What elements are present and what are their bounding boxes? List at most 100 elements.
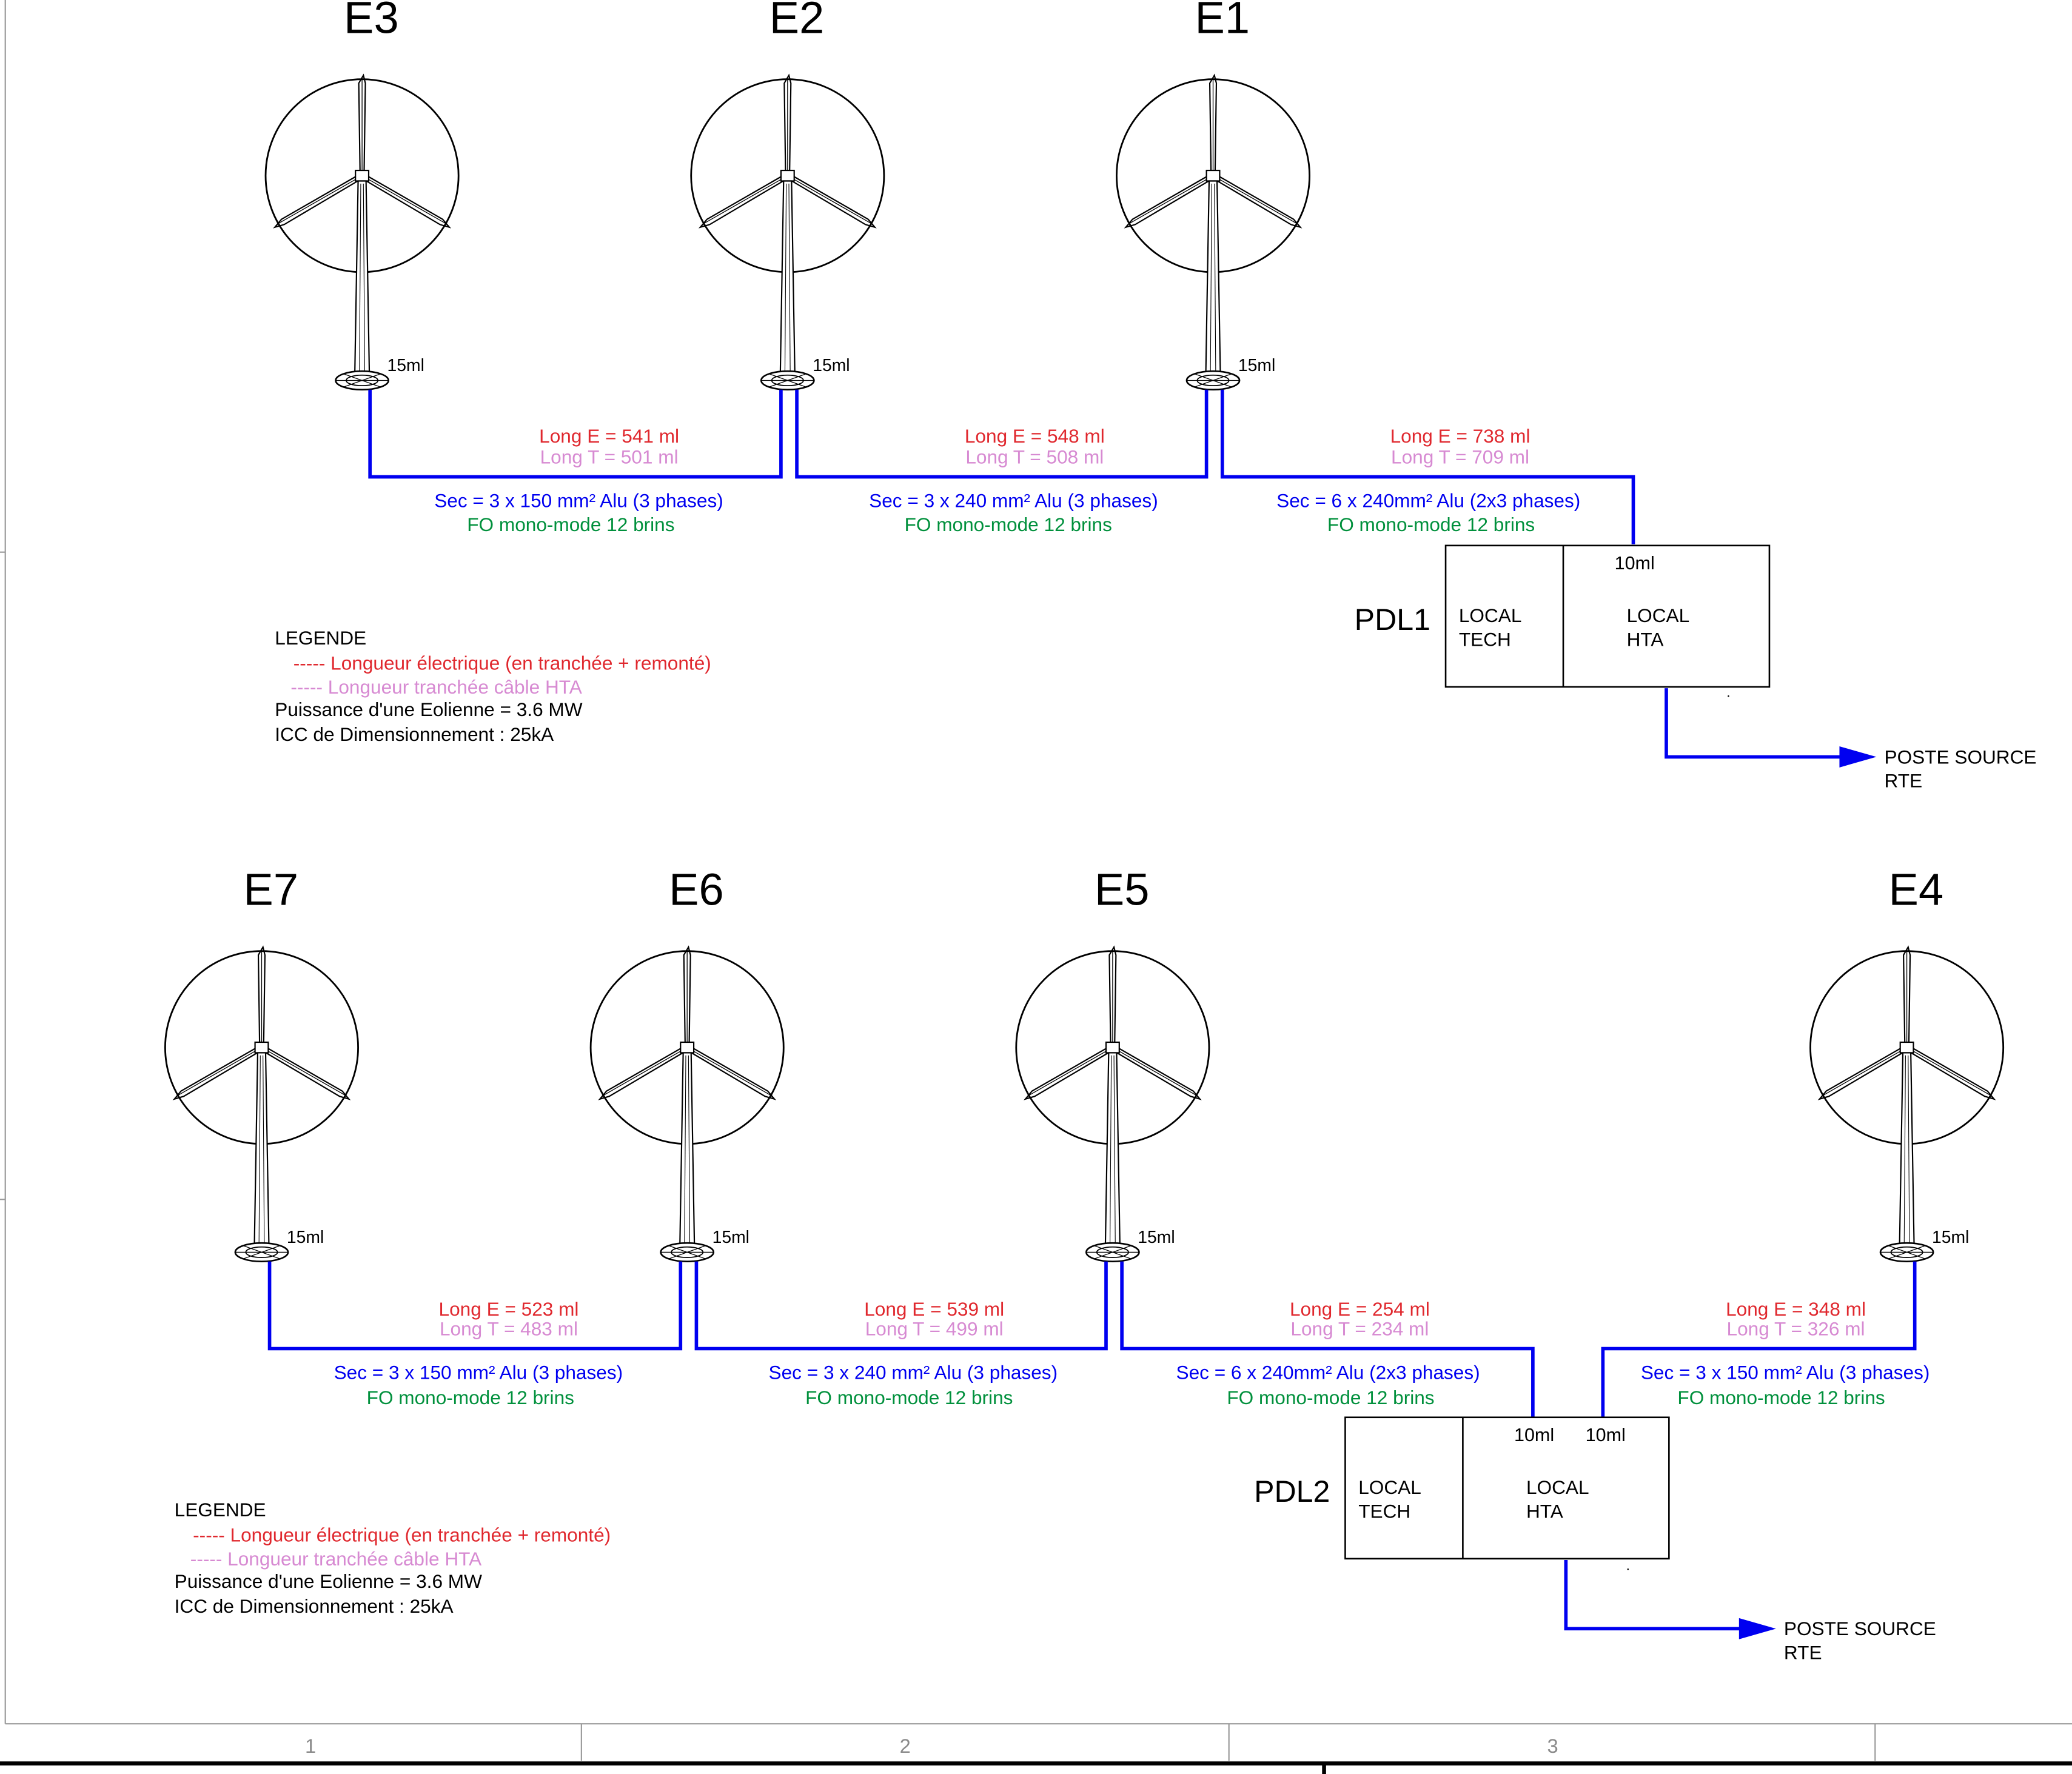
local-tech-line1: LOCAL: [1358, 1476, 1421, 1498]
legend-turbine-power: Puissance d'une Eolienne = 3.6 MW: [275, 698, 582, 720]
legend-icc: ICC de Dimensionnement : 25kA: [175, 1595, 454, 1617]
segment-e4-pdl2-labels: Long E = 348 ml Long T = 326 ml Sec = 3 …: [1641, 1298, 1930, 1408]
poste-source-line2: RTE: [1784, 1641, 1822, 1663]
frame-column-3: 3: [1547, 1735, 1558, 1757]
segment-e2-e1-labels: Long E = 548 ml Long T = 508 ml Sec = 3 …: [869, 425, 1158, 535]
long-t: Long T = 501 ml: [540, 446, 679, 468]
poste-source-top: POSTE SOURCE RTE: [1885, 746, 2037, 791]
legend-title: LEGENDE: [275, 627, 366, 649]
frame-column-1: 1: [305, 1735, 316, 1757]
long-e: Long E = 254 ml: [1290, 1298, 1430, 1320]
local-hta-line1: LOCAL: [1627, 604, 1690, 626]
wind-turbine-icon: [589, 946, 785, 1263]
segment-e6-e5-labels: Long E = 539 ml Long T = 499 ml Sec = 3 …: [769, 1298, 1058, 1408]
cable-e4-pdl2: [1601, 1261, 1917, 1418]
cable-pdl1-poste: [1665, 688, 1850, 759]
long-t: Long T = 499 ml: [865, 1318, 1004, 1340]
section-spec: Sec = 3 x 150 mm² Alu (3 phases): [1641, 1362, 1930, 1384]
pdl-name: PDL2: [1254, 1474, 1330, 1508]
segment-e7-e6-labels: Long E = 523 ml Long T = 483 ml Sec = 3 …: [334, 1298, 623, 1408]
frame-column-2: 2: [900, 1735, 911, 1757]
fibre-spec: FO mono-mode 12 brins: [467, 514, 674, 535]
turbine-cable-length: 15ml: [287, 1228, 324, 1247]
turbine-e5: E5 15ml: [1015, 864, 1210, 1263]
long-t: Long T = 483 ml: [440, 1318, 578, 1340]
long-e: Long E = 738 ml: [1390, 425, 1531, 447]
long-e: Long E = 539 ml: [864, 1298, 1004, 1320]
section-spec: Sec = 3 x 240 mm² Alu (3 phases): [769, 1362, 1058, 1384]
fibre-spec: FO mono-mode 12 brins: [1227, 1387, 1434, 1408]
turbine-e3: E3 15ml: [264, 0, 460, 391]
turbine-cable-length: 15ml: [1238, 356, 1275, 375]
pdl-cable-length-b: 10ml: [1586, 1425, 1626, 1445]
legend-trench-length: ----- Longueur tranchée câble HTA: [190, 1548, 481, 1570]
turbine-cable-length: 15ml: [1138, 1228, 1175, 1247]
arrow-head-icon: [1839, 746, 1877, 768]
local-hta-line1: LOCAL: [1526, 1476, 1589, 1498]
local-tech-line2: TECH: [1358, 1500, 1410, 1522]
wind-turbine-icon: [690, 74, 885, 391]
cable-e3-e2: [368, 389, 783, 479]
wind-turbine-icon: [1015, 946, 1210, 1263]
legend-electrical-length: ----- Longueur électrique (en tranchée +…: [293, 652, 711, 674]
turbine-label: E5: [1095, 864, 1150, 914]
cable-pdl2-poste: [1564, 1560, 1750, 1631]
cable-e7-e6: [267, 1261, 683, 1351]
fibre-spec: FO mono-mode 12 brins: [367, 1387, 574, 1408]
turbine-e1: E1 15ml: [1116, 0, 1311, 391]
poste-source-bottom: POSTE SOURCE RTE: [1784, 1618, 1936, 1663]
local-tech-line2: TECH: [1459, 628, 1511, 650]
wind-turbine-icon: [264, 74, 460, 391]
cable-e2-e1: [795, 389, 1209, 479]
turbine-label: E1: [1195, 0, 1250, 42]
long-e: Long E = 348 ml: [1726, 1298, 1866, 1320]
turbine-label: E2: [769, 0, 825, 42]
legend-electrical-length: ----- Longueur électrique (en tranchée +…: [193, 1524, 611, 1546]
pdl-name: PDL1: [1355, 603, 1430, 637]
turbine-label: E7: [243, 864, 298, 914]
long-t: Long T = 709 ml: [1391, 446, 1529, 468]
poste-source-line1: POSTE SOURCE: [1784, 1618, 1936, 1639]
segment-e5-pdl2-labels: Long E = 254 ml Long T = 234 ml Sec = 6 …: [1176, 1298, 1480, 1408]
legend-top: LEGENDE ----- Longueur électrique (en tr…: [275, 627, 711, 745]
long-e: Long E = 541 ml: [539, 425, 679, 447]
section-spec: Sec = 6 x 240mm² Alu (2x3 phases): [1276, 490, 1580, 512]
turbine-e2: E2 15ml: [690, 0, 885, 391]
turbine-cable-length: 15ml: [813, 356, 850, 375]
section-spec: Sec = 3 x 150 mm² Alu (3 phases): [434, 490, 723, 512]
pdl-cable-length: 10ml: [1615, 553, 1655, 574]
poste-source-line2: RTE: [1885, 770, 1923, 792]
pdl2-substation: PDL2 LOCAL TECH LOCAL HTA 10ml 10ml: [1254, 1416, 1670, 1570]
wind-turbine-icon: [164, 946, 359, 1263]
fibre-spec: FO mono-mode 12 brins: [905, 514, 1112, 535]
legend-bottom: LEGENDE ----- Longueur électrique (en tr…: [175, 1499, 611, 1617]
turbine-label: E4: [1889, 864, 1944, 914]
legend-trench-length: ----- Longueur tranchée câble HTA: [290, 676, 582, 698]
fibre-spec: FO mono-mode 12 brins: [1677, 1387, 1885, 1408]
fibre-spec: FO mono-mode 12 brins: [805, 1387, 1013, 1408]
cable-e1-pdl1: [1220, 389, 1635, 544]
turbine-e4: E4 15ml: [1809, 864, 2005, 1263]
pdl-cable-length-a: 10ml: [1514, 1425, 1554, 1445]
top-section: E3 15ml E2 15ml E1 15ml Long E = 541 ml …: [264, 0, 2037, 792]
arrow-head-icon: [1738, 1618, 1776, 1639]
long-e: Long E = 523 ml: [439, 1298, 579, 1320]
cable-lines: [267, 1261, 1917, 1631]
legend-icc: ICC de Dimensionnement : 25kA: [275, 723, 554, 745]
segment-e3-e2-labels: Long E = 541 ml Long T = 501 ml Sec = 3 …: [434, 425, 723, 535]
turbine-e7: E7 15ml: [164, 864, 359, 1263]
pdl1-substation: PDL1 LOCAL TECH LOCAL HTA 10ml: [1355, 544, 1771, 697]
local-tech-line1: LOCAL: [1459, 604, 1522, 626]
segment-e1-pdl1-labels: Long E = 738 ml Long T = 709 ml Sec = 6 …: [1276, 425, 1580, 535]
turbine-label: E6: [669, 864, 724, 914]
cable-e6-e5: [694, 1261, 1108, 1351]
long-t: Long T = 326 ml: [1727, 1318, 1865, 1340]
wind-turbine-icon: [1809, 946, 2005, 1263]
turbine-cable-length: 15ml: [1932, 1228, 1969, 1247]
long-t: Long T = 508 ml: [965, 446, 1104, 468]
turbine-cable-length: 15ml: [387, 356, 424, 375]
local-hta-line2: HTA: [1627, 628, 1664, 650]
turbine-e6: E6 15ml: [589, 864, 785, 1263]
